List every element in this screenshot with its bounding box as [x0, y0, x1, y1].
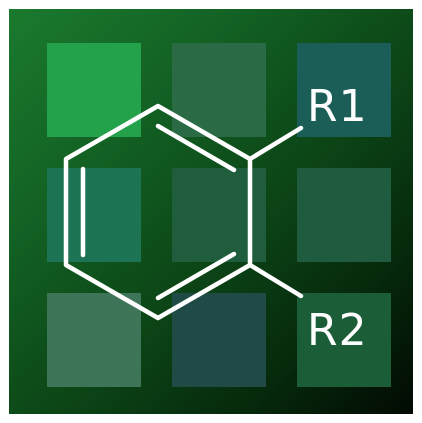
grid-tile	[47, 293, 141, 387]
double-bond-line	[155, 123, 237, 173]
bond-to-r1	[247, 125, 304, 162]
grid-tile	[297, 293, 391, 387]
benzene-ring	[63, 103, 253, 321]
substituent-r1-label: R1	[307, 81, 368, 132]
substituent-r2-label: R2	[307, 305, 368, 356]
bond-to-r2	[247, 262, 304, 299]
grid-tile	[47, 43, 141, 137]
double-bond-line	[155, 251, 237, 301]
grid-tile	[297, 43, 391, 137]
benzene-ring-structure	[63, 103, 304, 321]
grid-tile	[47, 168, 141, 262]
chemistry-app-icon[interactable]: R1 R2	[9, 9, 413, 414]
grid-tile	[172, 293, 266, 387]
grid-tile	[297, 168, 391, 262]
